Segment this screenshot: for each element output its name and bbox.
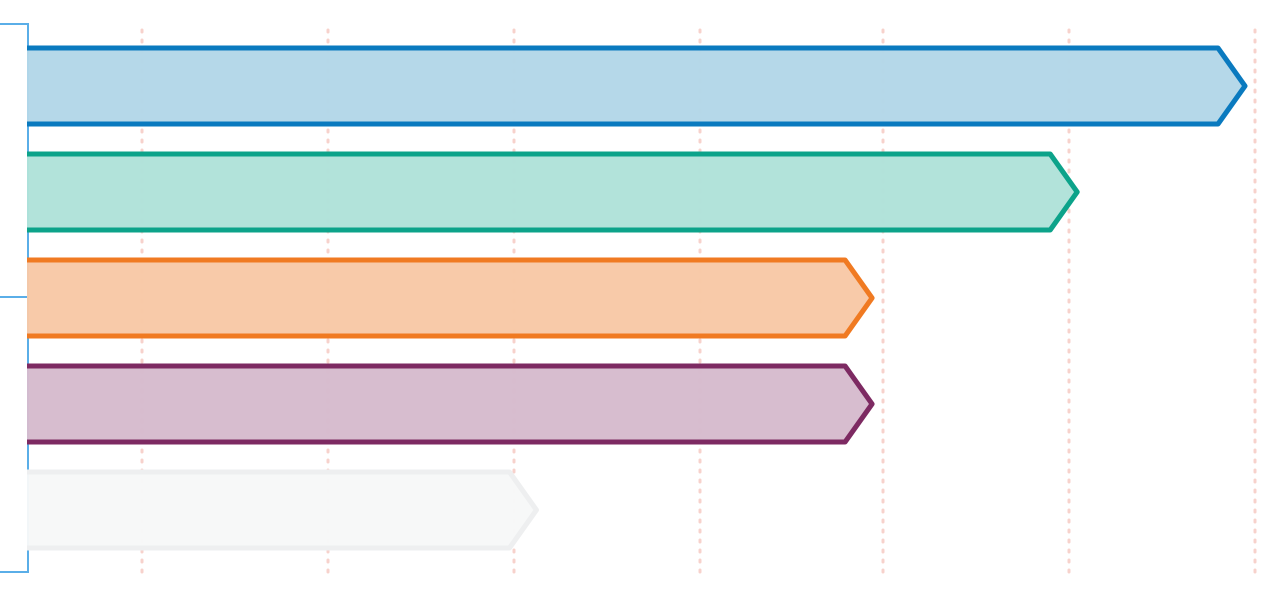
bracket-line bbox=[0, 23, 29, 573]
bar-1 bbox=[27, 45, 1248, 127]
bar-4 bbox=[27, 363, 875, 445]
bar-2 bbox=[27, 151, 1080, 233]
bars bbox=[27, 45, 1248, 551]
bar-3 bbox=[27, 257, 875, 339]
bar-5 bbox=[27, 469, 539, 551]
category-bracket bbox=[0, 23, 29, 573]
